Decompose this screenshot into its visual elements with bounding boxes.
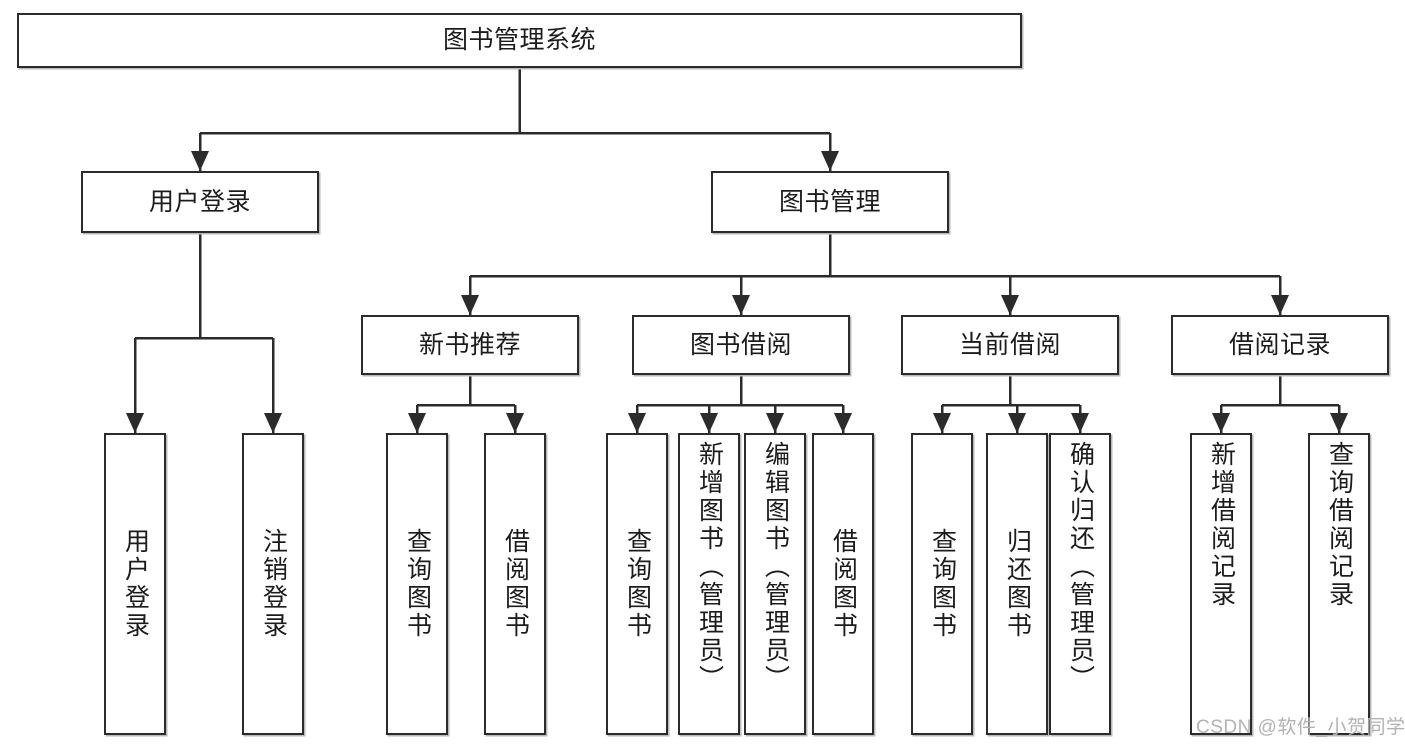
node-label: 新书推荐: [418, 330, 521, 359]
node-label: 新增图书（管理员）: [695, 441, 724, 693]
node-leaf-query-book-2[interactable]: 查询图书: [606, 433, 668, 735]
node-leaf-query-book-1[interactable]: 查询图书: [386, 433, 448, 735]
node-leaf-edit-book[interactable]: 编辑图书（管理员）: [744, 433, 806, 735]
node-label: 新增借阅记录: [1207, 441, 1236, 609]
node-label: 图书借阅: [689, 330, 792, 359]
node-leaf-logout[interactable]: 注销登录: [242, 433, 304, 735]
arrow-head-icon: [506, 413, 524, 433]
node-leaf-user-login[interactable]: 用户登录: [104, 433, 166, 735]
node-leaf-query-record[interactable]: 查询借阅记录: [1308, 433, 1370, 735]
watermark: CSDN @软件_小贺同学: [1196, 717, 1405, 738]
node-label: 编辑图书（管理员）: [761, 441, 790, 693]
node-label: 查询图书: [623, 528, 652, 640]
arrow-head-icon: [700, 413, 718, 433]
node-leaf-borrow-book-1[interactable]: 借阅图书: [484, 433, 546, 735]
node-label: 当前借阅: [958, 330, 1061, 359]
arrow-head-icon: [834, 413, 852, 433]
node-label: 借阅记录: [1228, 330, 1331, 359]
node-label: 归还图书: [1003, 528, 1032, 640]
arrow-head-icon: [766, 413, 784, 433]
arrow-head-icon: [191, 151, 209, 171]
node-label: 图书管理系统: [442, 26, 596, 54]
node-borrow-record[interactable]: 借阅记录: [1171, 315, 1389, 375]
node-book-borrow[interactable]: 图书借阅: [632, 315, 850, 375]
arrow-head-icon: [1271, 295, 1289, 315]
arrow-head-icon: [1008, 413, 1026, 433]
arrow-head-icon: [1001, 295, 1019, 315]
node-label: 借阅图书: [829, 528, 858, 640]
arrow-head-icon: [461, 295, 479, 315]
node-label: 查询借阅记录: [1325, 441, 1354, 609]
node-leaf-confirm-return[interactable]: 确认归还（管理员）: [1049, 433, 1111, 735]
arrow-head-icon: [1330, 413, 1348, 433]
node-book-manage[interactable]: 图书管理: [711, 171, 949, 233]
node-label: 用户登录: [121, 528, 150, 640]
arrow-head-icon: [264, 413, 282, 433]
arrow-head-icon: [408, 413, 426, 433]
node-leaf-add-record[interactable]: 新增借阅记录: [1190, 433, 1252, 735]
node-label: 图书管理: [778, 187, 881, 216]
node-leaf-borrow-book-2[interactable]: 借阅图书: [812, 433, 874, 735]
node-label: 查询图书: [403, 528, 432, 640]
node-root[interactable]: 图书管理系统: [17, 13, 1022, 68]
arrow-head-icon: [732, 295, 750, 315]
node-new-book-rec[interactable]: 新书推荐: [361, 315, 579, 375]
node-leaf-add-book[interactable]: 新增图书（管理员）: [678, 433, 740, 735]
arrow-head-icon: [821, 151, 839, 171]
node-label: 用户登录: [148, 187, 251, 216]
node-label: 查询图书: [928, 528, 957, 640]
node-leaf-return-book[interactable]: 归还图书: [986, 433, 1048, 735]
node-current-borrow[interactable]: 当前借阅: [901, 315, 1119, 375]
arrow-head-icon: [1071, 413, 1089, 433]
arrow-head-icon: [933, 413, 951, 433]
arrow-head-icon: [1212, 413, 1230, 433]
node-user-login[interactable]: 用户登录: [81, 171, 319, 233]
node-label: 借阅图书: [501, 528, 530, 640]
node-label: 确认归还（管理员）: [1066, 441, 1095, 693]
node-label: 注销登录: [259, 528, 288, 640]
arrow-head-icon: [628, 413, 646, 433]
node-leaf-query-book-3[interactable]: 查询图书: [911, 433, 973, 735]
arrow-head-icon: [126, 413, 144, 433]
